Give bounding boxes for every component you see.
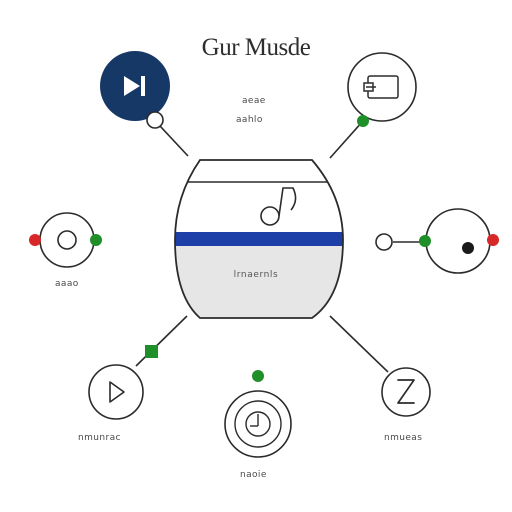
node-right-green-dot[interactable] bbox=[419, 235, 431, 247]
label-bottom-left-node: nmunrac bbox=[78, 433, 121, 443]
node-left[interactable] bbox=[29, 212, 102, 268]
node-bottom-center-handle[interactable] bbox=[252, 370, 264, 382]
ring-icon bbox=[57, 230, 77, 250]
central-hub bbox=[174, 159, 344, 319]
node-top-right-handle[interactable] bbox=[357, 115, 369, 127]
dot-icon bbox=[462, 242, 474, 254]
label-left-node: aaao bbox=[55, 279, 79, 289]
connector-top-right bbox=[329, 120, 364, 159]
node-right[interactable] bbox=[375, 208, 499, 274]
node-top-right[interactable] bbox=[347, 52, 417, 127]
node-right-handle[interactable] bbox=[375, 233, 393, 251]
hub-outline bbox=[174, 159, 344, 319]
connector-bottom-left bbox=[135, 315, 188, 367]
label-bottom-right-node: nmueas bbox=[384, 433, 423, 443]
diagram-title: Gur Musde bbox=[201, 34, 311, 61]
node-top-left-handle[interactable] bbox=[146, 111, 164, 129]
hub-lower-panel bbox=[175, 246, 343, 318]
music-note-icon bbox=[260, 187, 297, 226]
disc-icon bbox=[245, 411, 271, 437]
node-bottom-left[interactable] bbox=[88, 345, 158, 420]
connector-lines bbox=[135, 120, 428, 373]
node-left-green-dot[interactable] bbox=[90, 234, 102, 246]
hub-caption: lrnaernls bbox=[233, 270, 279, 280]
node-right-red-dot[interactable] bbox=[487, 234, 499, 246]
label-top-center-2: aahlo bbox=[236, 115, 263, 125]
play-next-icon bbox=[124, 76, 145, 96]
node-top-left[interactable] bbox=[100, 51, 170, 129]
connector-bottom-right bbox=[329, 315, 389, 373]
device-card-icon bbox=[363, 75, 399, 99]
zoom-letter-icon bbox=[397, 379, 415, 404]
node-bottom-center[interactable] bbox=[224, 370, 292, 458]
label-bottom-center-node: naoie bbox=[240, 470, 267, 480]
node-bottom-right[interactable] bbox=[381, 367, 431, 417]
node-left-red-dot[interactable] bbox=[29, 234, 41, 246]
node-bottom-left-handle[interactable] bbox=[145, 345, 158, 358]
label-top-center-1: aeae bbox=[242, 96, 266, 106]
play-icon bbox=[109, 381, 125, 403]
hub-blue-band bbox=[175, 232, 343, 246]
connector-top-left bbox=[159, 125, 189, 157]
